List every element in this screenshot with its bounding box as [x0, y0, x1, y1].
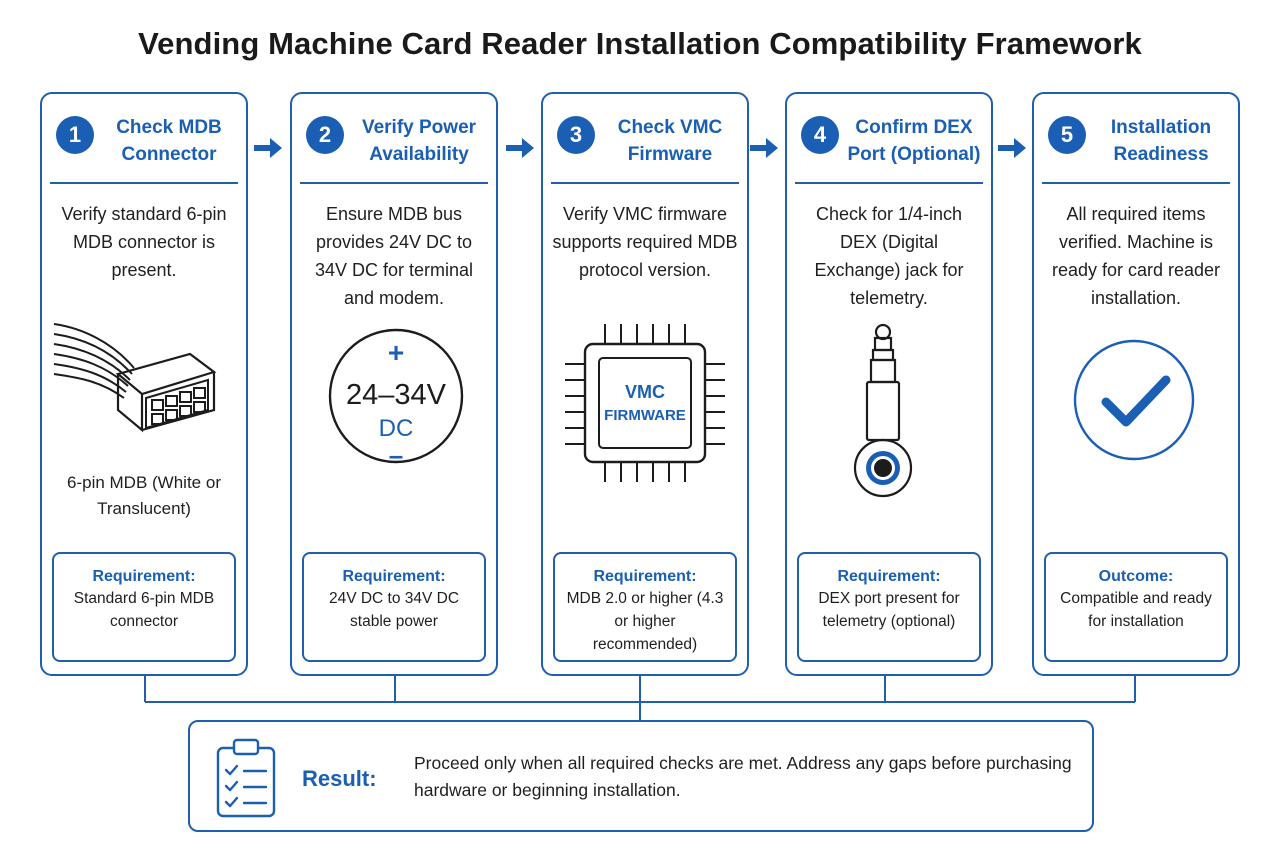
clipboard-checklist-icon: [216, 738, 276, 818]
step-title: Installation Readiness: [1110, 117, 1212, 165]
step-number-badge: 1: [56, 116, 94, 154]
plus-sign: +: [388, 337, 404, 368]
step-header: 2 Verify Power Availability: [292, 94, 496, 184]
arrow-right-icon: [254, 138, 282, 158]
step-card-1: 1 Check MDB Connector Verify standard 6-…: [40, 92, 248, 676]
step-number-badge: 5: [1048, 116, 1086, 154]
voltage-unit: DC: [379, 415, 414, 442]
visual-area: [787, 318, 991, 548]
chip-label-line1: VMC: [625, 382, 665, 402]
result-label: Result:: [302, 766, 377, 791]
requirement-text: DEX port present for telemetry (optional…: [818, 590, 960, 630]
arrow-right-icon: [998, 138, 1026, 158]
requirement-box: Requirement: MDB 2.0 or higher (4.3 or h…: [553, 552, 737, 662]
step-card-2: 2 Verify Power Availability Ensure MDB b…: [290, 92, 498, 676]
divider: [1042, 182, 1230, 184]
step-description: Verify VMC firmware supports required MD…: [552, 204, 738, 280]
step-number-badge: 4: [801, 116, 839, 154]
requirement-label: Requirement:: [92, 568, 196, 585]
voltage-range: 24–34V: [346, 379, 447, 411]
step-description: Check for 1/4-inch DEX (Digital Exchange…: [814, 204, 964, 308]
mdb-connector-icon: [53, 323, 217, 433]
step-card-5: 5 Installation Readiness All required it…: [1032, 92, 1240, 676]
step-card-4: 4 Confirm DEX Port (Optional) Check for …: [785, 92, 993, 676]
requirement-box: Requirement: DEX port present for teleme…: [797, 552, 981, 662]
step-title: Check VMC Firmware: [617, 117, 723, 165]
requirement-text: MDB 2.0 or higher (4.3 or higher recomme…: [566, 590, 724, 653]
step-title: Check MDB Connector: [116, 117, 222, 165]
requirement-label: Requirement:: [593, 568, 697, 585]
step-card-3: 3 Check VMC Firmware Verify VMC firmware…: [541, 92, 749, 676]
outcome-box: Outcome: Compatible and ready for instal…: [1044, 552, 1228, 662]
requirement-text: 24V DC to 34V DC stable power: [328, 590, 460, 630]
step-title: Verify Power Availability: [361, 117, 477, 165]
requirement-text: Standard 6-pin MDB connector: [73, 590, 215, 630]
step-description: All required items verified. Machine is …: [1051, 204, 1221, 308]
arrow-right-icon: [750, 138, 778, 158]
outcome-text: Compatible and ready for installation: [1060, 590, 1212, 630]
connector-caption: 6-pin MDB (White or Translucent): [67, 473, 221, 518]
visual-area: VMC FIRMWARE: [543, 318, 747, 548]
divider: [300, 182, 488, 184]
visual-area: [1034, 318, 1238, 548]
power-dial-icon: + 24–34V DC –: [328, 328, 464, 470]
arrow-right-icon: [506, 138, 534, 158]
requirement-box: Requirement: Standard 6-pin MDB connecto…: [52, 552, 236, 662]
divider: [551, 182, 739, 184]
result-box: Result: Proceed only when all required c…: [188, 720, 1094, 832]
requirement-box: Requirement: 24V DC to 34V DC stable pow…: [302, 552, 486, 662]
minus-sign: –: [389, 440, 403, 470]
audio-jack-icon: [853, 323, 913, 498]
checkmark-circle-icon: [1073, 339, 1195, 461]
requirement-label: Requirement:: [342, 568, 446, 585]
step-description: Verify standard 6-pin MDB connector is p…: [61, 204, 227, 280]
step-title: Confirm DEX Port (Optional): [847, 117, 981, 165]
step-header: 4 Confirm DEX Port (Optional): [787, 94, 991, 184]
step-header: 1 Check MDB Connector: [42, 94, 246, 184]
chip-icon: VMC FIRMWARE: [565, 324, 725, 482]
step-description: Ensure MDB bus provides 24V DC to 34V DC…: [314, 204, 474, 308]
requirement-label: Requirement:: [837, 568, 941, 585]
visual-area: [42, 318, 246, 548]
divider: [50, 182, 238, 184]
outcome-label: Outcome:: [1098, 568, 1174, 585]
visual-area: + 24–34V DC –: [292, 318, 496, 548]
page-title: Vending Machine Card Reader Installation…: [138, 26, 1142, 61]
chip-label-line2: FIRMWARE: [604, 407, 686, 424]
step-header: 3 Check VMC Firmware: [543, 94, 747, 184]
divider: [795, 182, 983, 184]
step-header: 5 Installation Readiness: [1034, 94, 1238, 184]
result-text: Proceed only when all required checks ar…: [414, 753, 1072, 800]
step-number-badge: 3: [557, 116, 595, 154]
step-number-badge: 2: [306, 116, 344, 154]
